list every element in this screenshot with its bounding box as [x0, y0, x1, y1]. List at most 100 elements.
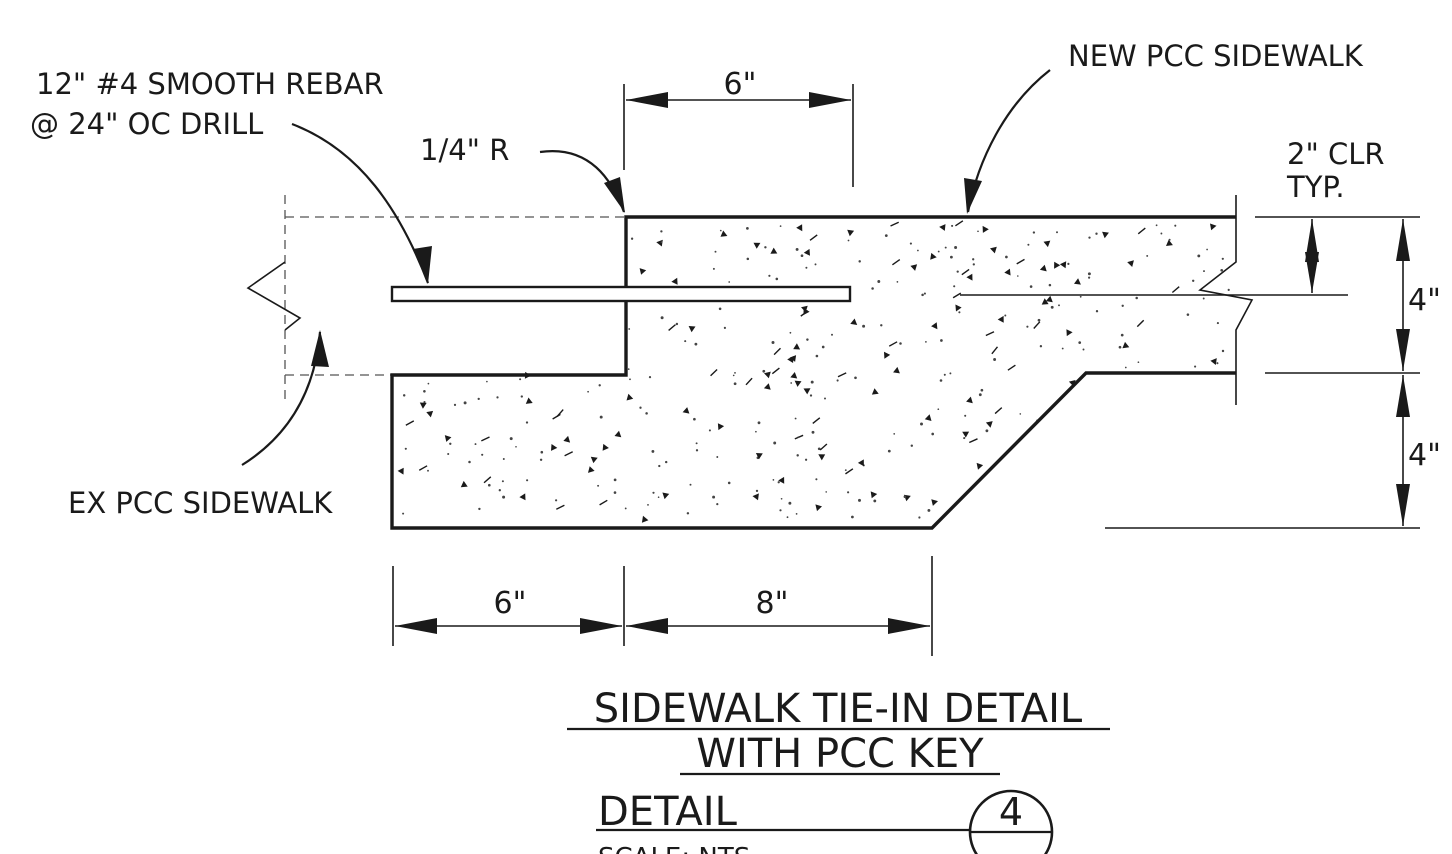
aggregate-dot	[814, 263, 817, 266]
aggregate-dot	[939, 379, 943, 382]
aggregate-dash	[952, 292, 962, 299]
aggregate-dot	[1216, 322, 1219, 325]
aggregate-dot	[1067, 262, 1070, 266]
aggregate-dot	[880, 324, 883, 327]
aggregate-dot	[755, 430, 757, 433]
aggregate-triangle	[1102, 231, 1109, 239]
aggregate-triangle	[1041, 298, 1049, 305]
aggregate-dash	[564, 451, 574, 457]
aggregate-dot	[805, 266, 808, 269]
aggregate-dot	[823, 397, 827, 400]
aggregate-dash	[481, 436, 490, 442]
aggregate-dot	[795, 513, 798, 515]
aggregate-dot	[884, 234, 888, 237]
aggregate-dash	[892, 259, 901, 266]
aggregate-dot	[694, 342, 698, 346]
aggregate-dot	[949, 372, 952, 375]
aggregate-dot	[1061, 347, 1064, 350]
aggregate-dot	[1221, 349, 1225, 353]
aggregate-dot	[1058, 304, 1060, 307]
aggregate-dot	[1095, 232, 1098, 235]
aggregate-dash	[955, 220, 964, 227]
aggregate-dot	[815, 354, 819, 358]
aggregate-dot	[1095, 310, 1099, 313]
aggregate-dot	[486, 380, 488, 383]
aggregate-dot	[1118, 345, 1122, 349]
aggregate-dot	[734, 372, 736, 374]
aggregate-triangle	[525, 397, 533, 404]
aggregate-triangle	[930, 252, 937, 260]
aggregate-dot	[719, 229, 722, 232]
aggregate-dot	[910, 444, 913, 447]
aggregate-triangle	[614, 430, 622, 438]
aggregate-triangle	[962, 431, 970, 438]
aggregate-dash	[710, 368, 718, 377]
aggregate-dot	[1121, 304, 1124, 307]
aggregate-dot	[708, 429, 711, 432]
aggregate-dash	[556, 504, 565, 510]
aggregate-dot	[481, 453, 484, 456]
aggregate-triangle	[720, 230, 728, 237]
aggregate-dot	[944, 246, 947, 249]
bottom-dimensions: 6" 8"	[392, 556, 933, 656]
existing-sidewalk-label: EX PCC SIDEWALK	[68, 486, 333, 520]
aggregate-triangle	[955, 304, 962, 312]
aggregate-dot	[797, 436, 800, 438]
aggregate-triangle	[755, 453, 763, 460]
aggregate-dash	[405, 420, 415, 426]
aggregate-dot	[811, 430, 815, 434]
aggregate-dot	[809, 394, 813, 397]
aggregate-dot	[1082, 348, 1085, 351]
aggregate-dot	[714, 250, 717, 253]
aggregate-dot	[762, 369, 766, 373]
aggregate-dot	[1135, 296, 1138, 300]
aggregate-triangle	[602, 443, 609, 451]
aggregate-dot	[695, 449, 699, 452]
aggregate-dot	[903, 495, 907, 498]
aggregate-dash	[994, 407, 1003, 415]
aggregate-dot	[1221, 257, 1224, 260]
aggregate-dot	[963, 437, 966, 440]
aggregate-dot	[657, 496, 660, 499]
aggregate-dot	[954, 246, 958, 249]
aggregate-dot	[972, 263, 975, 266]
aggregate-triangle	[787, 356, 794, 363]
aggregate-dot	[630, 237, 634, 240]
rebar-leader	[291, 122, 430, 284]
aggregate-dot	[1137, 361, 1140, 364]
aggregate-dot	[1192, 279, 1195, 282]
aggregate-triangle	[778, 476, 785, 484]
aggregate-dot	[423, 390, 426, 393]
aggregate-triangle	[976, 462, 984, 470]
aggregate-dot	[972, 258, 975, 261]
aggregate-triangle	[931, 322, 938, 330]
aggregate-dot	[1088, 236, 1091, 239]
aggregate-dot	[665, 460, 668, 464]
title-block: SIDEWALK TIE-IN DETAIL WITH PCC KEY DETA…	[567, 686, 1110, 854]
aggregate-dot	[1194, 365, 1197, 368]
smooth-rebar	[390, 285, 852, 303]
aggregate-triangle	[1045, 295, 1053, 303]
new-sidewalk-label: NEW PCC SIDEWALK	[1068, 39, 1364, 73]
aggregate-dot	[716, 503, 719, 506]
aggregate-dot	[539, 458, 543, 462]
aggregate-triangle	[985, 421, 993, 428]
aggregate-triangle	[966, 273, 973, 281]
aggregate-triangle	[850, 318, 858, 325]
aggregate-triangle	[1039, 264, 1047, 272]
existing-sidewalk-leader	[241, 331, 322, 466]
aggregate-triangle	[803, 248, 810, 256]
aggregate-dot	[1155, 224, 1158, 227]
aggregate-dot	[402, 394, 406, 397]
rebar-label-line1: 12" #4 SMOOTH REBAR	[36, 67, 384, 101]
aggregate-dash	[890, 221, 899, 227]
bottom-right-dimension-text: 8"	[756, 586, 789, 621]
aggregate-dot	[768, 274, 771, 277]
aggregate-dot	[599, 415, 603, 419]
aggregate-triangle	[460, 480, 468, 488]
aggregate-dot	[920, 422, 923, 426]
top-key-dimension: 6"	[623, 67, 854, 187]
aggregate-dot	[773, 441, 777, 445]
aggregate-dot	[658, 464, 661, 468]
aggregate-dot	[1146, 254, 1149, 257]
